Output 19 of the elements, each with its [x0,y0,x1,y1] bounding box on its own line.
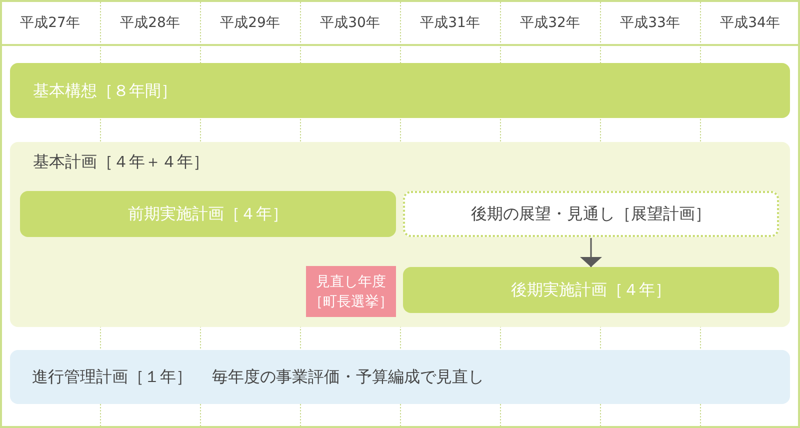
review-tag: 見直し年度［町長選挙］ [306,266,396,317]
panel-heading: 基本計画［４年＋４年］ [33,152,209,172]
column-header: 平成32年 [520,14,580,32]
column-header: 平成29年 [220,14,280,32]
plan-panel [10,142,790,327]
column-header: 平成34年 [720,14,780,32]
plan-band [10,350,790,404]
outlook-box: 後期の展望・見通し［展望計画］ [403,191,779,237]
arrow [580,238,602,267]
column-header: 平成33年 [620,14,680,32]
plan-bar: 後期実施計画［４年］ [403,267,779,313]
column-header: 平成30年 [320,14,380,32]
band-heading: 進行管理計画［１年］ [32,367,192,387]
plan-bar: 基本構想［８年間］ [10,63,790,118]
band-note: 毎年度の事業評価・予算編成で見直し [212,367,484,387]
column-header: 平成28年 [120,14,180,32]
column-header: 平成31年 [420,14,480,32]
column-header: 平成27年 [20,14,80,32]
plan-bar: 前期実施計画［４年］ [20,191,396,237]
